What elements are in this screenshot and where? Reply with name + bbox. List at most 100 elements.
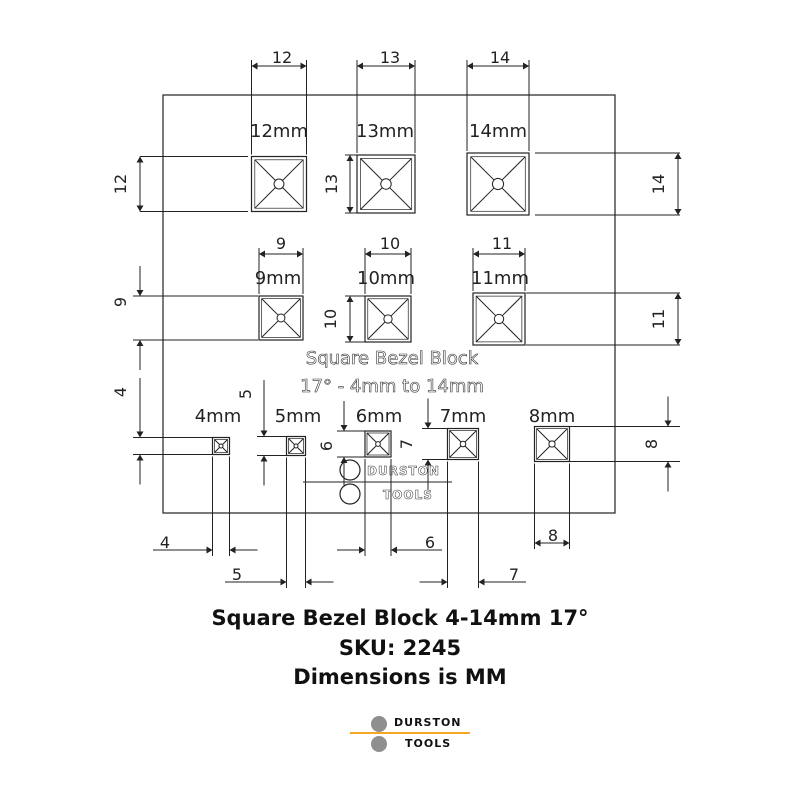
arrowhead-icon bbox=[441, 578, 448, 586]
horizontal-dimension-label: 14 bbox=[490, 48, 510, 67]
arrowhead-icon bbox=[340, 457, 348, 463]
cavity-bevel bbox=[536, 428, 568, 460]
cavity-diagonal bbox=[366, 432, 377, 443]
cavity-diagonal bbox=[360, 187, 383, 210]
arrowhead-icon bbox=[297, 250, 303, 258]
cavity-diagonal bbox=[464, 430, 477, 443]
arrowhead-icon bbox=[365, 250, 371, 258]
arrowhead-icon bbox=[424, 459, 432, 466]
vertical-dimension-label: 4 bbox=[111, 387, 130, 397]
arrowhead-icon bbox=[357, 62, 363, 70]
arrowhead-icon bbox=[346, 207, 354, 213]
cavity-diagonal bbox=[360, 158, 383, 181]
arrowhead-icon bbox=[391, 546, 397, 554]
arrowhead-icon bbox=[674, 209, 682, 215]
vertical-dimension-label: 9 bbox=[111, 297, 130, 307]
cavity-bevel bbox=[367, 298, 409, 340]
arrowhead-icon bbox=[346, 336, 354, 342]
horizontal-dimension-label: 10 bbox=[380, 234, 400, 253]
arrowhead-icon bbox=[405, 250, 411, 258]
cavity-label: 12mm bbox=[250, 121, 308, 142]
vertical-dimension-label: 10 bbox=[321, 309, 340, 329]
cavity-label: 11mm bbox=[471, 268, 529, 289]
cavity-diagonal bbox=[214, 439, 220, 445]
arrowhead-icon bbox=[467, 62, 473, 70]
cavity-diagonal bbox=[449, 430, 462, 443]
block-subtitle: 17° - 4mm to 14mm bbox=[300, 376, 484, 397]
cavity-diagonal bbox=[379, 445, 390, 456]
cavity-center-hole bbox=[383, 314, 393, 324]
cavity-diagonal bbox=[379, 432, 390, 443]
arrowhead-icon bbox=[359, 546, 365, 554]
arrowhead-icon bbox=[674, 293, 682, 299]
cavity-diagonal bbox=[222, 439, 228, 445]
cavity-center-hole bbox=[491, 177, 505, 191]
arrowhead-icon bbox=[340, 425, 348, 431]
arrowhead-icon bbox=[229, 546, 236, 554]
cavity-label: 6mm bbox=[356, 406, 403, 427]
arrowhead-icon bbox=[136, 340, 144, 346]
arrowhead-icon bbox=[259, 250, 265, 258]
cavity-label: 9mm bbox=[255, 268, 302, 289]
cavity-label: 4mm bbox=[195, 406, 242, 427]
cavity-bevel bbox=[214, 439, 228, 453]
horizontal-dimension-label: 6 bbox=[425, 533, 435, 552]
arrowhead-icon bbox=[260, 455, 268, 462]
cavity-center-hole bbox=[459, 440, 467, 448]
cavity-bevel bbox=[360, 158, 412, 210]
logo-word-tools: TOOLS bbox=[405, 737, 452, 750]
cavity-outline bbox=[466, 152, 530, 216]
horizontal-dimension-label: 12 bbox=[272, 48, 292, 67]
cavity-center-hole bbox=[273, 178, 285, 190]
cavity-diagonal bbox=[254, 187, 276, 209]
cavity-diagonal bbox=[282, 159, 304, 181]
durston-logo: DURSTON TOOLS bbox=[350, 713, 470, 753]
cavity-outline bbox=[250, 155, 308, 213]
block-engraved-brand-top: DURSTON bbox=[367, 464, 440, 478]
cavity-center-hole bbox=[375, 441, 381, 447]
cavity-label: 7mm bbox=[440, 406, 487, 427]
cavity-bevel bbox=[470, 156, 526, 212]
cavity-outline bbox=[533, 425, 571, 463]
cavity-diagonal bbox=[536, 445, 551, 460]
cavity-diagonal bbox=[475, 321, 497, 343]
cavity-10mm: 10mm 10 10 bbox=[321, 234, 415, 343]
cavity-bevel bbox=[261, 298, 301, 338]
cavity-diagonal bbox=[501, 295, 523, 317]
cavity-bevel bbox=[366, 432, 390, 456]
vertical-dimension-label: 12 bbox=[111, 174, 130, 194]
block-engraved-logo: DURSTON TOOLS bbox=[303, 459, 452, 505]
arrowhead-icon bbox=[305, 578, 312, 586]
arrowhead-icon bbox=[136, 156, 144, 163]
cavity-outline bbox=[356, 154, 416, 214]
cavity-bevel bbox=[449, 430, 477, 458]
arrowhead-icon bbox=[519, 250, 525, 258]
arrowhead-icon bbox=[473, 250, 479, 258]
cavity-center-hole bbox=[493, 313, 505, 325]
arrowhead-icon bbox=[664, 420, 672, 427]
cavity-diagonal bbox=[390, 298, 409, 317]
cavity-label: 5mm bbox=[275, 406, 322, 427]
cavity-11mm: 11mm 11 11 bbox=[471, 234, 682, 346]
cavity-diagonal bbox=[475, 295, 497, 317]
cavity-outline bbox=[258, 295, 304, 341]
arrowhead-icon bbox=[136, 290, 144, 296]
cavity-diagonal bbox=[222, 447, 228, 453]
arrowhead-icon bbox=[280, 578, 287, 586]
cavity-diagonal bbox=[288, 438, 295, 445]
cavity-diagonal bbox=[501, 321, 523, 343]
cavity-label: 10mm bbox=[357, 268, 415, 289]
arrowhead-icon bbox=[206, 546, 213, 554]
vertical-dimension-label: 7 bbox=[397, 439, 416, 449]
arrowhead-icon bbox=[346, 155, 354, 161]
caption-title: Square Bezel Block 4-14mm 17° bbox=[211, 606, 589, 630]
logo-divider bbox=[350, 732, 470, 734]
horizontal-dimension-label: 11 bbox=[492, 234, 512, 253]
vertical-dimension-label: 14 bbox=[649, 174, 668, 194]
cavity-diagonal bbox=[283, 320, 301, 338]
vertical-dimension-label: 11 bbox=[649, 309, 668, 329]
logo-dot-top-icon bbox=[371, 716, 387, 732]
